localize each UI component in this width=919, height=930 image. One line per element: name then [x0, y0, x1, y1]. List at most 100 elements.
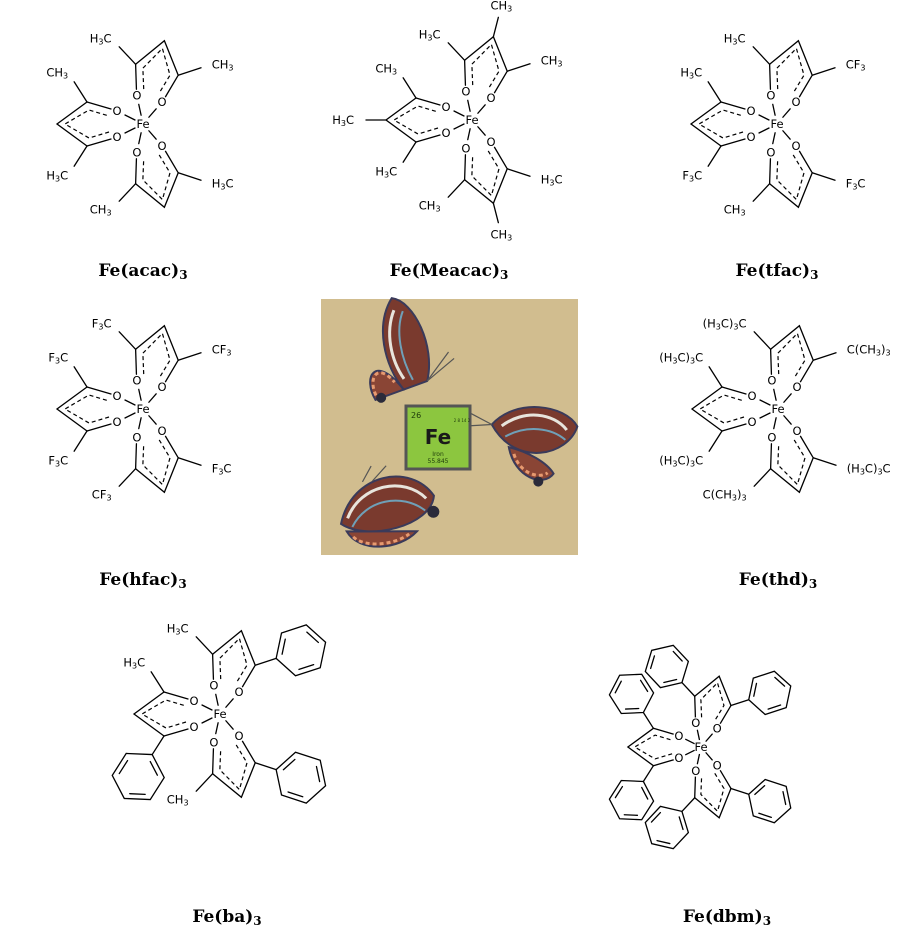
oxygen-atom: O: [767, 374, 776, 388]
complex-thd: OO(H3​C)3​CC(CH3​)3​OO(H3​C)3​C(H3​C)3​C…: [659, 316, 890, 502]
oxygen-label-bg: [440, 127, 452, 139]
oxygen-atom: O: [767, 430, 776, 444]
ring-backbone: [134, 172, 179, 209]
oxygen-atom: O: [132, 145, 141, 159]
substituent-label: (H3​C)3​C: [659, 453, 703, 468]
oxygen-atom: O: [487, 135, 496, 149]
o-c-bond: [164, 435, 179, 459]
oxygen-atom: O: [461, 85, 470, 99]
o-c-bond: [241, 664, 256, 688]
fe-o-bond: [453, 123, 465, 130]
fe-o-bond: [138, 103, 142, 116]
oxygen-label-bg: [790, 96, 802, 108]
fe-o-bond: [215, 693, 219, 706]
fe-o-bond: [148, 108, 157, 118]
c-phenyl-bond: [151, 735, 165, 756]
oxygen-atom: O: [132, 89, 141, 103]
o-c-bond: [768, 158, 772, 185]
fe-o-bond: [758, 127, 770, 134]
caption-tfac: Fe(tfac)3: [736, 261, 819, 282]
substituent-label: H3​C: [90, 31, 112, 46]
o-c-bond: [241, 740, 256, 764]
oxygen-atom: O: [461, 141, 470, 155]
c-phenyl-bond: [681, 681, 696, 697]
fe-o-bond: [124, 399, 136, 406]
substituent-label: C(CH3​)3​: [847, 342, 891, 357]
substituent-label: H3​C: [724, 31, 746, 46]
oxygen-atom: O: [112, 415, 121, 429]
caption-dbm: Fe(dbm)3: [683, 907, 771, 928]
oxygen-atom: O: [132, 430, 141, 444]
phenyl-ring-double-bond: [306, 631, 319, 644]
oxygen-label-bg: [790, 140, 802, 152]
ring-backbone: [690, 386, 723, 432]
substituent-label: F3​C: [92, 316, 112, 331]
fe-o-bond: [225, 698, 234, 708]
o-c-bond: [463, 59, 467, 86]
fe-o-bond: [773, 417, 777, 430]
substituent-label: CH3​: [167, 792, 189, 807]
phenyl-ring: [608, 779, 655, 821]
iron-element-tile: 26 Fe Iron 55.845 2 8 14 2: [404, 404, 472, 471]
fe-o-bond: [477, 126, 486, 136]
oxygen-atom: O: [747, 389, 756, 403]
oxygen-label-bg: [711, 722, 723, 734]
fe-o-bond: [124, 127, 136, 134]
c-substituent-bond: [812, 352, 837, 361]
o-c-bond: [720, 138, 746, 147]
c-phenyl-bond: [254, 657, 277, 666]
fe-o-bond: [148, 393, 157, 403]
caption-acac: Fe(acac)3: [98, 261, 187, 282]
oxygen-atom: O: [746, 130, 755, 144]
iron-illustration: 26 Fe Iron 55.845 2 8 14 2: [321, 297, 579, 555]
o-c-bond: [799, 435, 814, 459]
c-methyl-bond: [492, 16, 500, 38]
substituent-label: H3​C: [212, 176, 234, 191]
complex-dbm-ligand-3: OO: [644, 752, 792, 850]
c-phenyl-bond: [681, 797, 696, 813]
caption-meacac: Fe(Meacac)3: [390, 261, 509, 282]
fe-o-bond: [782, 130, 791, 140]
delocalized-bond: [140, 699, 187, 729]
ring-backbone: [55, 386, 88, 432]
phenyl-ring-double-bond: [118, 759, 129, 775]
phenyl-ring: [111, 752, 165, 801]
fe-o-bond: [467, 99, 471, 112]
phenyl-ring-double-bond: [287, 791, 304, 798]
oxygen-label-bg: [765, 146, 777, 158]
oxygen-label-bg: [188, 721, 200, 733]
complex-thd-ligand-3: OO(H3​C)3​CC(CH3​)3​: [703, 415, 891, 502]
phenyl-ring-double-bond: [623, 814, 639, 816]
oxygen-label-bg: [131, 90, 143, 102]
ring-backbone: [463, 35, 508, 72]
delocalized-bond: [700, 681, 725, 722]
c-substituent-bond: [73, 366, 88, 388]
substituent-label: F3​C: [48, 350, 68, 365]
o-c-bond: [134, 158, 138, 185]
phenyl-ring-double-bond: [753, 682, 758, 697]
c-substituent-bond: [177, 172, 202, 181]
iron-center-atom: Fe: [770, 117, 783, 131]
o-c-bond: [493, 146, 508, 170]
substituent-label: CH3​: [541, 53, 563, 68]
phenyl-ring: [644, 805, 690, 850]
phenyl-ring-double-bond: [282, 758, 296, 771]
o-c-bond: [719, 769, 732, 790]
iron-center-bg: [213, 707, 227, 721]
o-c-bond: [768, 63, 772, 90]
o-c-bond: [721, 386, 747, 395]
o-c-bond: [134, 348, 138, 375]
c-substituent-bond: [708, 366, 723, 388]
fe-o-bond: [201, 717, 213, 724]
c-substituent-bond: [177, 457, 202, 466]
o-c-bond: [415, 134, 441, 143]
o-c-bond: [719, 704, 732, 725]
fe-o-bond: [782, 108, 791, 118]
